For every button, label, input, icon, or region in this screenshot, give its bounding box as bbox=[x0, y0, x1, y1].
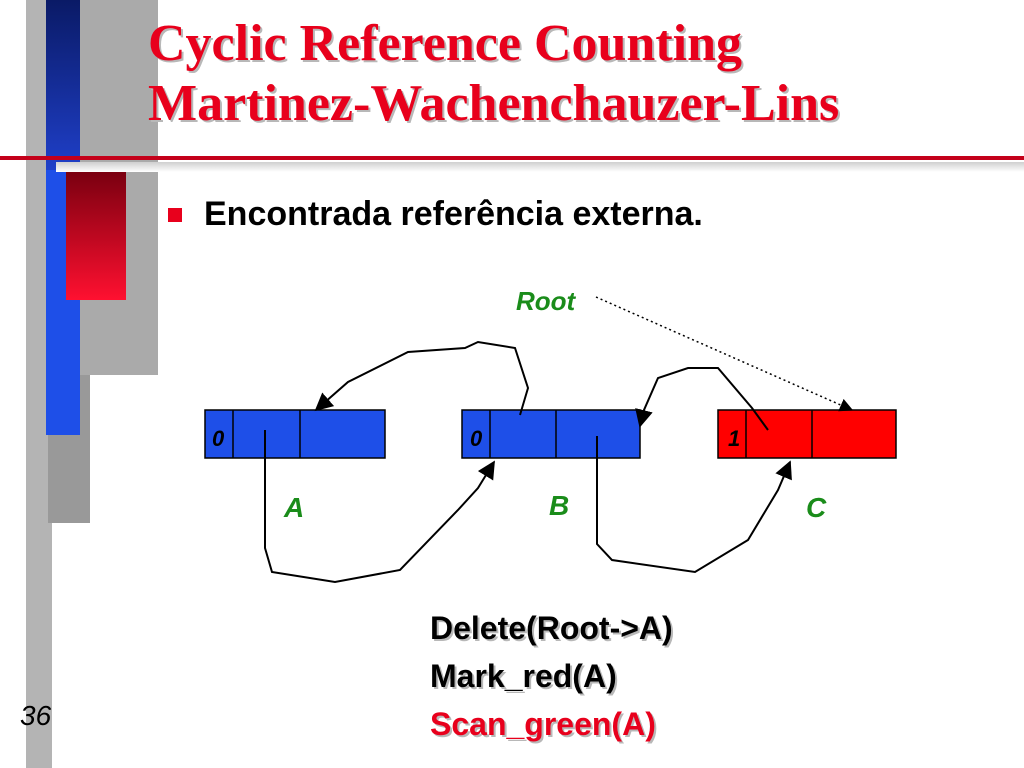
node-c-label: C bbox=[806, 492, 827, 523]
node-a-box bbox=[204, 409, 386, 459]
b-to-a-pointer bbox=[314, 340, 530, 416]
command-mark-red: Mark_red(A) bbox=[430, 658, 617, 694]
node-b-label: B bbox=[549, 490, 569, 521]
slide-title: Cyclic Reference Counting Martinez-Wache… bbox=[148, 14, 839, 134]
node-a: 0 A bbox=[204, 409, 386, 523]
deco-red-block bbox=[66, 172, 126, 300]
node-b-count: 0 bbox=[470, 426, 483, 451]
bullet-square-icon bbox=[168, 207, 182, 222]
command-scan-green: Scan_green(A) bbox=[430, 706, 656, 742]
node-a-count: 0 bbox=[212, 426, 225, 451]
node-c-count: 1 bbox=[728, 426, 740, 451]
title-underline-shadow bbox=[56, 162, 1024, 172]
c-to-b-pointer bbox=[635, 367, 769, 431]
page-number: 36 bbox=[20, 700, 52, 731]
node-b: 0 B bbox=[461, 409, 641, 521]
node-b-box bbox=[461, 409, 641, 459]
root-to-c-pointer bbox=[595, 296, 854, 412]
root-label: Root bbox=[516, 286, 577, 316]
node-a-label: A bbox=[283, 492, 304, 523]
bullet-text: Encontrada referência externa. bbox=[204, 195, 703, 233]
title-underline bbox=[0, 156, 1024, 160]
a-to-b-pointer bbox=[264, 430, 495, 584]
deco-navy-bar bbox=[46, 0, 80, 170]
slide-title-line2: Martinez-Wachenchauzer-Lins bbox=[148, 75, 840, 132]
node-c-box bbox=[717, 409, 897, 459]
bullet-item: Encontrada referência externa. bbox=[168, 195, 703, 234]
node-c: 1 C bbox=[717, 409, 897, 523]
slide-title-line1: Cyclic Reference Counting bbox=[148, 15, 743, 72]
b-to-c-pointer bbox=[596, 436, 792, 574]
command-delete: Delete(Root->A) bbox=[430, 610, 673, 646]
